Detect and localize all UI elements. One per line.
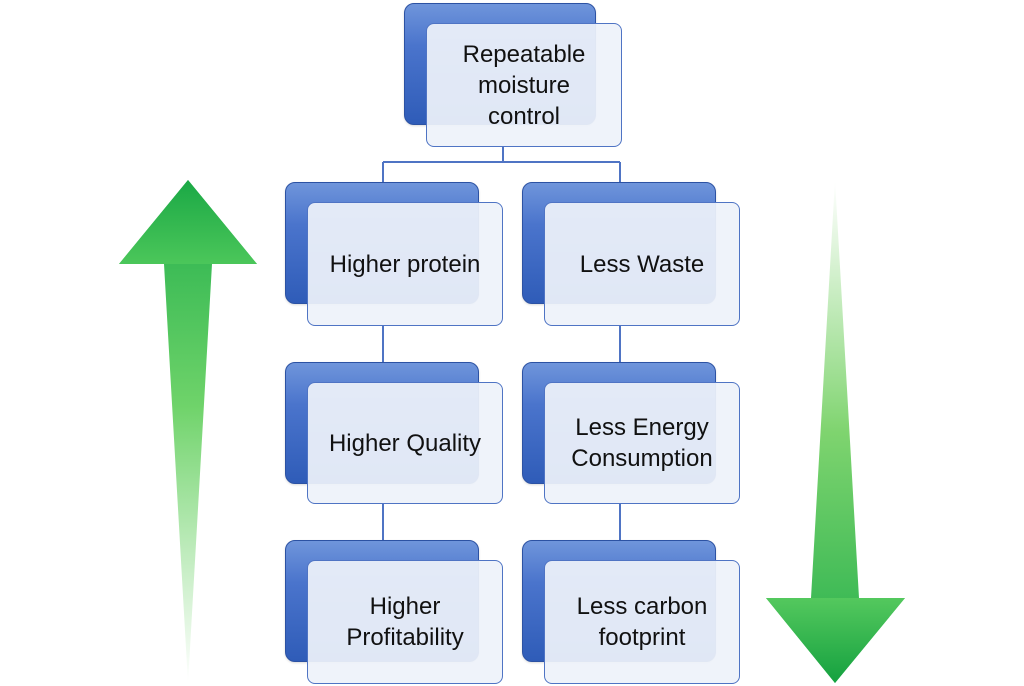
node-less-energy-consumption: Less Energy Consumption [522, 362, 740, 504]
node-higher-profitability: Higher Profitability [285, 540, 503, 684]
node-label: Higher Quality [328, 429, 482, 457]
root-node: Repeatable moisture control [404, 3, 622, 147]
node-less-waste: Less Waste [522, 182, 740, 326]
down-arrow-icon [766, 180, 905, 683]
up-arrow-icon [119, 180, 257, 683]
node-less-carbon-footprint: Less carbon footprint [522, 540, 740, 684]
node-label: Less Waste [579, 250, 705, 278]
node-label: Higher protein [329, 250, 481, 278]
node-label: Less Energy Consumption [571, 414, 713, 472]
node-label: Higher Profitability [346, 593, 464, 651]
node-higher-quality: Higher Quality [285, 362, 503, 504]
node-label: Less carbon footprint [576, 593, 708, 651]
connector-lines [382, 146, 621, 540]
node-higher-protein: Higher protein [285, 182, 503, 326]
root-node-label: Repeatable moisture control [462, 40, 586, 130]
